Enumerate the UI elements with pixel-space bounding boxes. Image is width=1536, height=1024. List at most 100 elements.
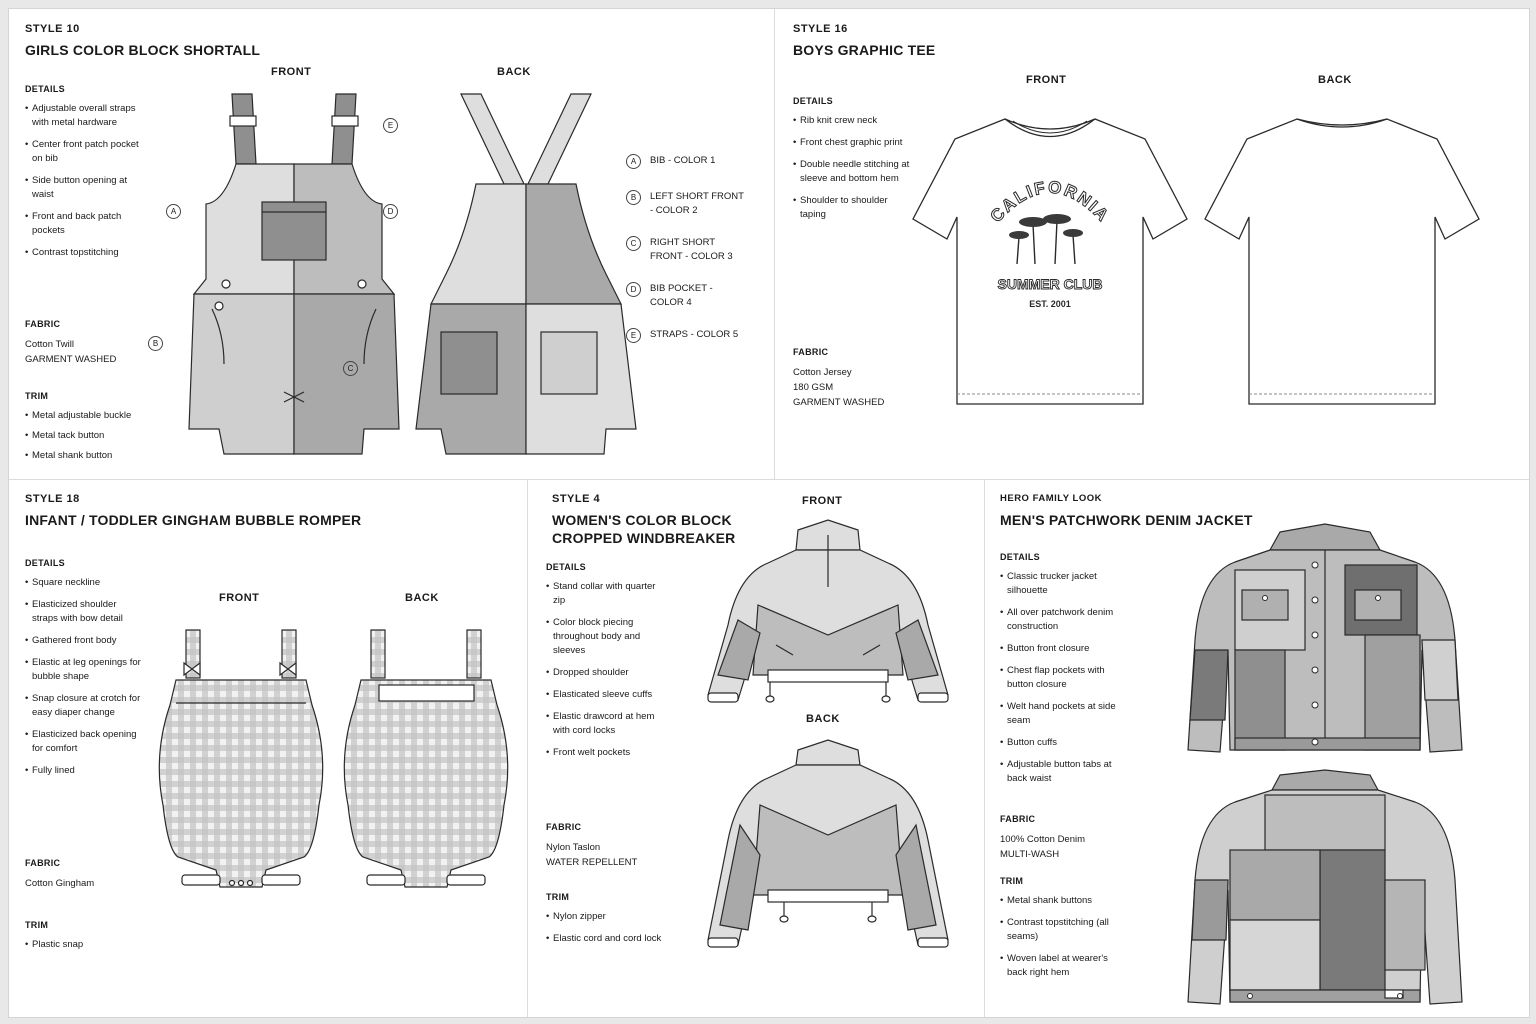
legend-item: D BIB POCKET - COLOR 4 [626, 282, 745, 310]
fabric-line: GARMENT WASHED [25, 354, 117, 365]
fabric-line: GARMENT WASHED [793, 397, 885, 408]
fabric-text: Nylon Taslon WATER REPELLENT [546, 840, 637, 870]
front-label: FRONT [802, 495, 843, 507]
style-title: BOYS GRAPHIC TEE [793, 42, 936, 58]
detail-item: Fully lined [25, 764, 142, 778]
details-heading: DETAILS [25, 84, 65, 94]
legend-key: B [626, 190, 641, 205]
trim-item: Metal tack button [25, 429, 172, 443]
trim-item: Contrast topstitching (all seams) [1000, 916, 1117, 944]
fabric-text: 100% Cotton Denim MULTI-WASH [1000, 832, 1085, 862]
fabric-line: Cotton Twill [25, 339, 74, 350]
front-label: FRONT [219, 592, 260, 604]
legend-item: E STRAPS - COLOR 5 [626, 328, 745, 343]
detail-item: All over patchwork denim construction [1000, 606, 1117, 634]
detail-item: Side button opening at waist [25, 174, 142, 202]
legend-text: BIB - COLOR 1 [650, 155, 716, 166]
trim-heading: TRIM [25, 920, 49, 930]
detail-item: Adjustable overall straps with metal har… [25, 102, 142, 130]
divider-top [774, 9, 775, 479]
detail-item: Dropped shoulder [546, 666, 663, 680]
detail-item: Front chest graphic print [793, 136, 910, 150]
style-number: STYLE 18 [25, 493, 80, 505]
panel-tee: STYLE 16 BOYS GRAPHIC TEE FRONT BACK DET… [775, 9, 1529, 479]
style-title-line2: CROPPED WINDBREAKER [552, 530, 736, 546]
detail-item: Gathered front body [25, 634, 142, 648]
fabric-text: Cotton Jersey 180 GSM GARMENT WASHED [793, 365, 884, 410]
trim-heading: TRIM [546, 892, 570, 902]
fabric-text: Cotton Gingham [25, 876, 94, 891]
fabric-line: Cotton Gingham [25, 878, 95, 889]
detail-item: Stand collar with quarter zip [546, 580, 663, 608]
panel-denim-jacket: HERO FAMILY LOOK MEN'S PATCHWORK DENIM J… [985, 480, 1529, 1017]
legend-item: B LEFT SHORT FRONT - COLOR 2 [626, 190, 745, 218]
divider-bottom-left [527, 480, 528, 1017]
detail-item: Double needle stitching at sleeve and bo… [793, 158, 910, 186]
tech-pack-sheet: STYLE 10 GIRLS COLOR BLOCK SHORTALL FRON… [8, 8, 1530, 1018]
detail-item: Rib knit crew neck [793, 114, 910, 128]
trim-list: Plastic snap [25, 938, 142, 960]
back-label: BACK [497, 66, 531, 78]
details-heading: DETAILS [546, 562, 586, 572]
legend-key: A [626, 154, 641, 169]
divider-bottom-right [984, 480, 985, 1017]
legend-text: RIGHT SHORT FRONT - COLOR 3 [650, 237, 733, 262]
detail-item: Elastic drawcord at hem with cord locks [546, 710, 663, 738]
callout-b: B [148, 336, 163, 351]
legend-key: C [626, 236, 641, 251]
detail-item: Center front patch pocket on bib [25, 138, 142, 166]
graphic-line2: SUMMER CLUB [998, 276, 1103, 292]
detail-item: Chest flap pockets with button closure [1000, 664, 1117, 692]
trim-item: Metal shank button [25, 449, 172, 463]
style-number: STYLE 4 [552, 493, 601, 505]
fabric-heading: FABRIC [25, 858, 61, 868]
detail-item: Elasticized back opening for comfort [25, 728, 142, 756]
back-label: BACK [1318, 74, 1352, 86]
back-label: BACK [806, 713, 840, 725]
style-number: HERO FAMILY LOOK [1000, 493, 1102, 504]
trim-item: Plastic snap [25, 938, 142, 952]
details-list: Adjustable overall straps with metal har… [25, 102, 142, 268]
trim-list: Metal shank buttons Contrast topstitchin… [1000, 894, 1117, 988]
fabric-line: 100% Cotton Denim [1000, 834, 1086, 845]
romper-back-sketch [343, 629, 509, 888]
detail-item: Front and back patch pockets [25, 210, 142, 238]
details-list: Square neckline Elasticized shoulder str… [25, 576, 142, 786]
tee-front-sketch: CALIFORNIA SUMMER CLUB EST. 2001 [912, 118, 1188, 405]
graphic-line3: EST. 2001 [1029, 299, 1071, 309]
panel-romper: STYLE 18 INFANT / TODDLER GINGHAM BUBBLE… [9, 480, 527, 1017]
detail-item: Elasticized shoulder straps with bow det… [25, 598, 142, 626]
details-heading: DETAILS [793, 96, 833, 106]
windbreaker-back-sketch [707, 739, 949, 948]
detail-item: Shoulder to shoulder taping [793, 194, 910, 222]
legend-text: STRAPS - COLOR 5 [650, 329, 739, 340]
divider-middle [9, 479, 1529, 480]
legend-item: A BIB - COLOR 1 [626, 154, 745, 169]
fabric-heading: FABRIC [1000, 814, 1036, 824]
fabric-line: WATER REPELLENT [546, 857, 638, 868]
legend-text: LEFT SHORT FRONT - COLOR 2 [650, 191, 744, 216]
fabric-line: Nylon Taslon [546, 842, 601, 853]
detail-item: Contrast topstitching [25, 246, 142, 260]
details-list: Stand collar with quarter zip Color bloc… [546, 580, 663, 768]
legend-key: D [626, 282, 641, 297]
callout-d: D [383, 204, 398, 219]
detail-item: Button cuffs [1000, 736, 1117, 750]
details-list: Rib knit crew neck Front chest graphic p… [793, 114, 910, 230]
detail-item: Elasticated sleeve cuffs [546, 688, 663, 702]
style-title: MEN'S PATCHWORK DENIM JACKET [1000, 512, 1253, 528]
details-list: Classic trucker jacket silhouette All ov… [1000, 570, 1117, 794]
shortall-back-sketch [415, 93, 637, 455]
panel-shortall: STYLE 10 GIRLS COLOR BLOCK SHORTALL FRON… [9, 9, 774, 479]
detail-item: Welt hand pockets at side seam [1000, 700, 1117, 728]
callout-a: A [166, 204, 181, 219]
trim-item: Metal adjustable buckle [25, 409, 172, 423]
style-title-line1: WOMEN'S COLOR BLOCK [552, 512, 732, 528]
fabric-heading: FABRIC [25, 319, 61, 329]
back-label: BACK [405, 592, 439, 604]
detail-item: Color block piecing throughout body and … [546, 616, 663, 658]
trim-item: Metal shank buttons [1000, 894, 1117, 908]
fabric-line: 180 GSM [793, 382, 834, 393]
fabric-heading: FABRIC [793, 347, 829, 357]
fabric-text: Cotton Twill GARMENT WASHED [25, 337, 116, 367]
